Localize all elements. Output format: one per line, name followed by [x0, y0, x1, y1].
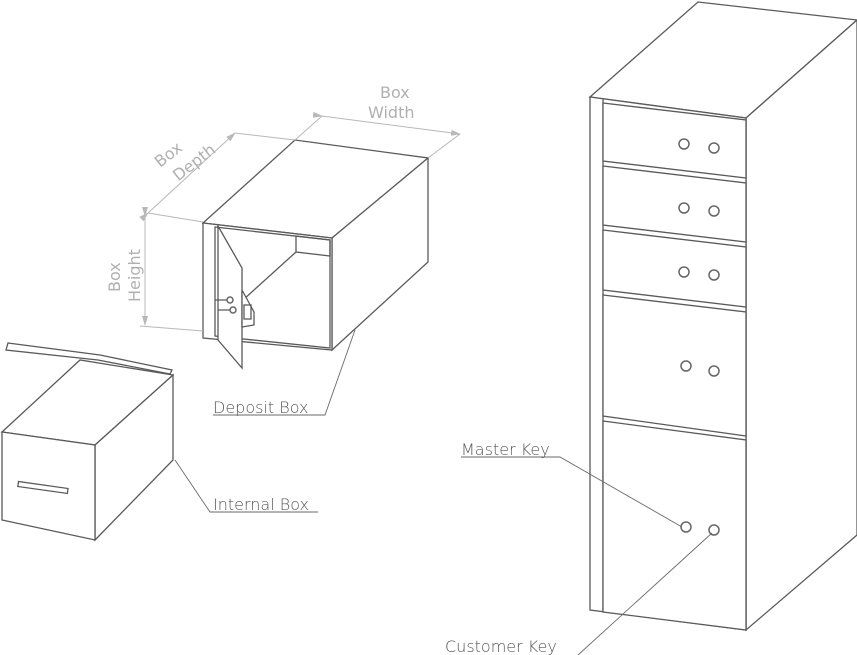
deposit-box: [201, 139, 430, 370]
drawers: [602, 102, 747, 631]
lock-icon: [680, 360, 720, 377]
internal-box: [0, 342, 175, 542]
dimension-lines: [139, 111, 461, 332]
deposit-cabinet: [588, 1, 857, 632]
lock-icon: [678, 266, 720, 281]
master-key-label: Master Key: [461, 440, 550, 459]
key-icon: [215, 296, 237, 314]
lock-icon: [678, 202, 720, 217]
lock-icons: [678, 138, 720, 536]
box-width-label-2: Width: [368, 103, 414, 122]
customer-key-lock-icon: [708, 524, 720, 536]
box-width-label-1: Box: [380, 83, 410, 102]
internal-box-label: Internal Box: [213, 495, 309, 514]
master-key-lock-icon: [680, 521, 692, 533]
handle-icon: [17, 480, 69, 495]
deposit-box-label: Deposit Box: [213, 398, 309, 417]
box-height-label-1: Box: [105, 262, 124, 292]
box-height-label-2: Height: [125, 249, 144, 302]
customer-key-label: Customer Key: [445, 637, 557, 655]
lock-icon: [678, 138, 720, 154]
